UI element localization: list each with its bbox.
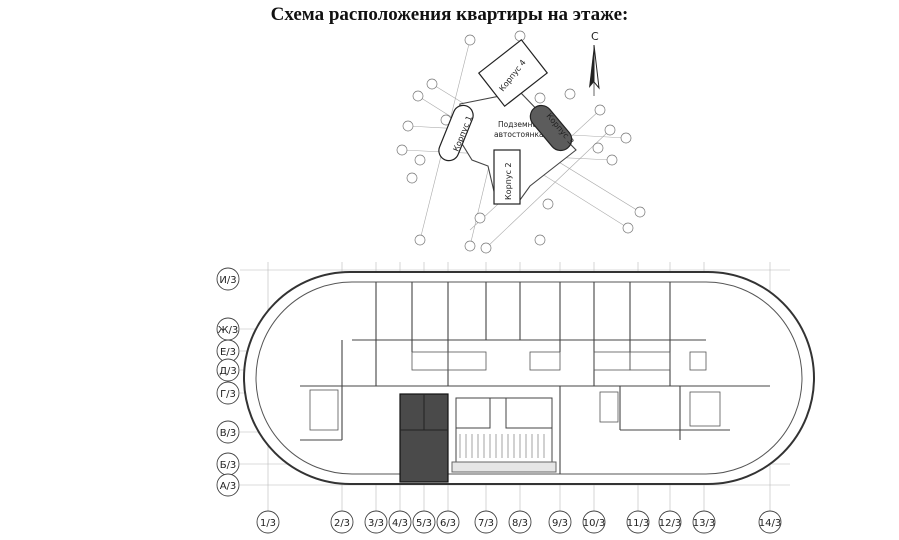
north-arrow-icon (589, 44, 600, 96)
stair-core (451, 397, 557, 473)
col-axis-label: 13/3 (693, 518, 715, 529)
parking-label-line1: Подземная (498, 120, 542, 129)
floor-outline (243, 271, 815, 485)
col-axis-label: 11/3 (627, 518, 649, 529)
building-4: Корпус 4 (477, 38, 549, 108)
row-axis-label: В/3 (220, 428, 237, 439)
row-axis-label: Ж/3 (218, 325, 239, 336)
row-axis-label: Г/3 (220, 389, 236, 400)
col-axis-label: 12/3 (659, 518, 681, 529)
col-axis-label: 1/3 (260, 518, 276, 529)
col-axis-label: 6/3 (440, 518, 456, 529)
col-axis-label: 4/3 (392, 518, 408, 529)
col-axis-label: 5/3 (416, 518, 432, 529)
row-axis-label: И/3 (219, 275, 236, 286)
col-axis-label: 9/3 (552, 518, 568, 529)
row-axis-label: Е/3 (220, 347, 236, 358)
site-plan: С (396, 30, 646, 254)
page-title: Схема расположения квартиры на этаже: (270, 4, 629, 25)
col-axis-label: 3/3 (368, 518, 384, 529)
building-2: Корпус 2 (493, 149, 521, 205)
col-axis-label: 8/3 (512, 518, 528, 529)
col-axis-label: 7/3 (478, 518, 494, 529)
building-2-label: Корпус 2 (504, 162, 513, 200)
highlighted-apartment (399, 393, 449, 483)
column-axis-markers: 1/3 2/3 3/3 4/3 5/3 6/3 7/3 8/3 9/3 10/3… (256, 510, 782, 534)
col-axis-label: 14/3 (759, 518, 781, 529)
col-axis-label: 10/3 (583, 518, 605, 529)
row-axis-label: А/3 (220, 481, 237, 492)
floor-plan: И/3 Ж/3 Е/3 Д/3 Г/3 В/3 Б/3 А/3 (216, 262, 815, 534)
parking-label-line2: автостоянка (494, 130, 544, 139)
row-axis-label: Д/3 (219, 366, 237, 377)
col-axis-label: 2/3 (334, 518, 350, 529)
row-axis-markers: И/3 Ж/3 Е/3 Д/3 Г/3 В/3 Б/3 А/3 (216, 267, 240, 497)
row-axis-label: Б/3 (220, 460, 237, 471)
north-label: С (591, 30, 599, 43)
